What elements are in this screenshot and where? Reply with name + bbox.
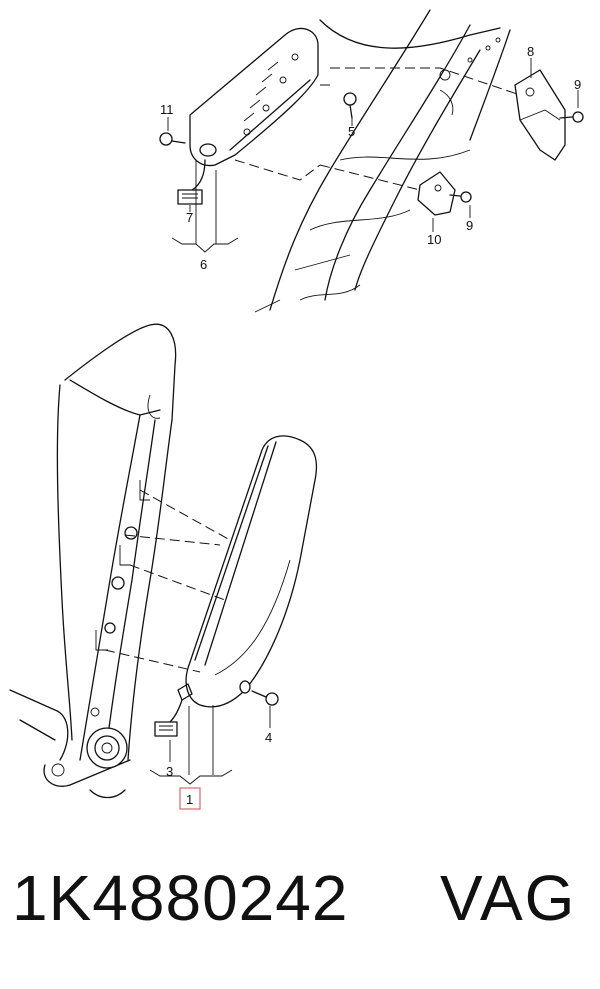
callout-label: 9 xyxy=(574,77,581,92)
seat-frame xyxy=(9,323,177,799)
part-number: 1K4880242 xyxy=(12,862,349,934)
callout-label: 4 xyxy=(265,730,272,745)
callout-label: 11 xyxy=(160,102,174,117)
exploded-parts-diagram: 8 9 11 5 7 6 10 9 xyxy=(9,9,584,810)
callout-label: 10 xyxy=(427,232,441,247)
top-assembly: 8 9 11 5 7 6 10 9 xyxy=(159,9,584,313)
side-airbag-module xyxy=(154,435,318,737)
bracket-part-10 xyxy=(417,171,456,216)
callout-label: 9 xyxy=(466,218,473,233)
callout-label: 6 xyxy=(200,257,207,272)
bolt-part-5 xyxy=(343,92,357,119)
callout-label: 3 xyxy=(166,764,173,779)
callout-label-highlighted: 1 xyxy=(186,792,193,807)
upper-airbag-module xyxy=(177,27,319,205)
highlight-box xyxy=(179,787,201,810)
bolt-part-4 xyxy=(239,680,279,706)
callout-label: 7 xyxy=(186,210,193,225)
bracket-part-8 xyxy=(514,69,566,161)
bolt-part-9-lower xyxy=(449,191,472,203)
bottom-assembly: 4 3 1 xyxy=(9,323,318,810)
callout-label: 8 xyxy=(527,44,534,59)
bolt-part-9-upper xyxy=(559,111,584,123)
callout-label: 5 xyxy=(348,124,355,139)
brand-label: VAG xyxy=(440,862,577,934)
bolt-part-11 xyxy=(159,132,186,146)
body-pillar xyxy=(254,9,511,313)
